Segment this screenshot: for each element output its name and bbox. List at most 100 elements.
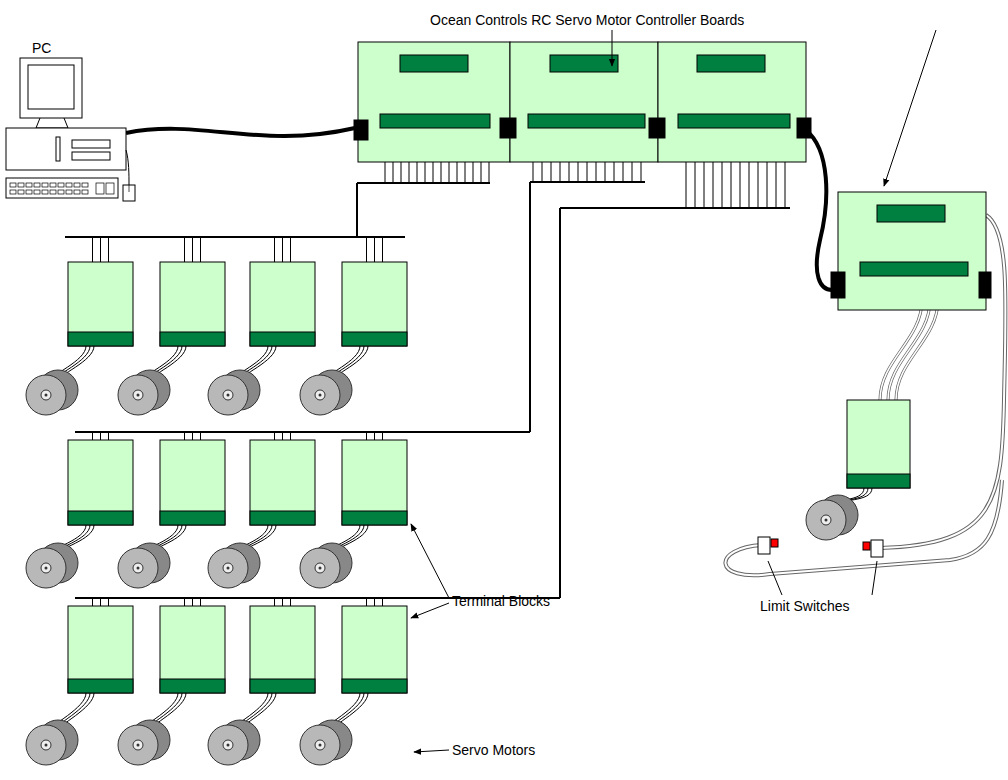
terminal-block xyxy=(250,262,315,346)
terminal-strip xyxy=(250,679,315,693)
terminal-block xyxy=(342,606,407,693)
servo-face xyxy=(806,500,846,540)
signal-drop xyxy=(282,237,283,262)
terminal-block xyxy=(847,400,910,488)
signal-bus xyxy=(559,208,561,598)
signal-bus xyxy=(75,431,530,433)
signal-drop xyxy=(366,237,367,262)
limit-switch-cable xyxy=(725,480,1002,575)
board-header xyxy=(528,114,645,128)
leader-arrow xyxy=(411,524,449,598)
terminal-strip xyxy=(342,511,407,525)
keyboard-key xyxy=(26,183,32,187)
signal-drop xyxy=(366,432,367,440)
servo-shaft xyxy=(821,515,831,525)
signal-drop xyxy=(282,432,283,440)
controller-board xyxy=(838,192,986,310)
servo-shaft xyxy=(133,740,143,750)
switch-label: Limit Switches xyxy=(760,598,849,614)
mouse-button xyxy=(129,185,130,192)
board-label: Ocean Controls RC Servo Motor Controller… xyxy=(430,12,744,28)
servo-shaft-dot xyxy=(319,394,322,397)
signal-drop xyxy=(184,598,185,606)
servo-face xyxy=(118,725,158,765)
keyboard-key xyxy=(66,183,72,187)
mouse-cable xyxy=(126,150,129,185)
keyboard-key xyxy=(42,183,48,187)
signal-drop xyxy=(192,432,193,440)
terminal-block xyxy=(68,606,133,693)
daisy-chain-cable xyxy=(806,130,832,290)
controller-board xyxy=(510,42,658,162)
signal-drop xyxy=(382,237,383,262)
signal-bus xyxy=(560,207,790,209)
terminal-label: Terminal Blocks xyxy=(452,593,550,609)
keyboard-key xyxy=(96,183,104,194)
keyboard-key xyxy=(42,190,48,194)
leader-arrow xyxy=(411,603,449,618)
terminal-block xyxy=(68,262,133,346)
limit-switch-actuator xyxy=(863,542,870,550)
servo-shaft-dot xyxy=(137,567,140,570)
signal-bus xyxy=(357,182,490,184)
keyboard-key xyxy=(66,190,72,194)
servo-shaft xyxy=(41,740,51,750)
board-connector xyxy=(979,272,991,298)
keyboard-key xyxy=(74,183,80,187)
terminal-block xyxy=(342,262,407,346)
limit-switch xyxy=(871,540,883,557)
servo-label: Servo Motors xyxy=(452,742,535,758)
signal-drop xyxy=(184,432,185,440)
signal-drop xyxy=(374,237,375,262)
signal-bus xyxy=(530,181,645,183)
servo-shaft xyxy=(315,740,325,750)
servo-shaft-dot xyxy=(227,567,230,570)
keyboard-key xyxy=(50,190,56,194)
terminal-strip xyxy=(160,332,225,346)
drive-bay xyxy=(72,140,110,148)
servo-shaft xyxy=(315,390,325,400)
signal-bus xyxy=(356,183,358,237)
keyboard-key xyxy=(34,190,40,194)
servo-face xyxy=(300,548,340,588)
servo-shaft-dot xyxy=(227,394,230,397)
limit-switch-actuator xyxy=(771,539,778,547)
signal-drop xyxy=(374,432,375,440)
signal-drop xyxy=(274,432,275,440)
serial-cable xyxy=(126,128,355,136)
board-chip xyxy=(400,55,468,72)
terminal-strip xyxy=(342,679,407,693)
servo-face xyxy=(118,375,158,415)
board-chip xyxy=(697,55,765,72)
controller-board xyxy=(358,42,510,162)
terminal-strip xyxy=(160,511,225,525)
board-chip xyxy=(877,205,945,222)
signal-drop xyxy=(192,598,193,606)
keyboard-key xyxy=(18,190,24,194)
signal-drop xyxy=(274,237,275,262)
signal-drop xyxy=(290,598,291,606)
signal-drop xyxy=(192,237,193,262)
board-header xyxy=(380,114,490,128)
keyboard-key xyxy=(82,190,88,194)
signal-wire xyxy=(896,300,938,400)
leader-line xyxy=(768,561,782,595)
servo-face xyxy=(208,375,248,415)
board-header xyxy=(678,114,790,128)
signal-drop xyxy=(290,237,291,262)
board-connector xyxy=(354,120,368,140)
servo-shaft-dot xyxy=(45,744,48,747)
terminal-strip xyxy=(68,332,133,346)
servo-shaft xyxy=(315,563,325,573)
servo-shaft-dot xyxy=(137,394,140,397)
servo-shaft xyxy=(41,563,51,573)
terminal-strip xyxy=(68,511,133,525)
signal-drop xyxy=(100,432,101,440)
servo-shaft-dot xyxy=(137,744,140,747)
keyboard-key xyxy=(10,190,16,194)
servo-shaft xyxy=(133,563,143,573)
board-connector xyxy=(831,272,845,298)
monitor-screen xyxy=(28,65,74,109)
